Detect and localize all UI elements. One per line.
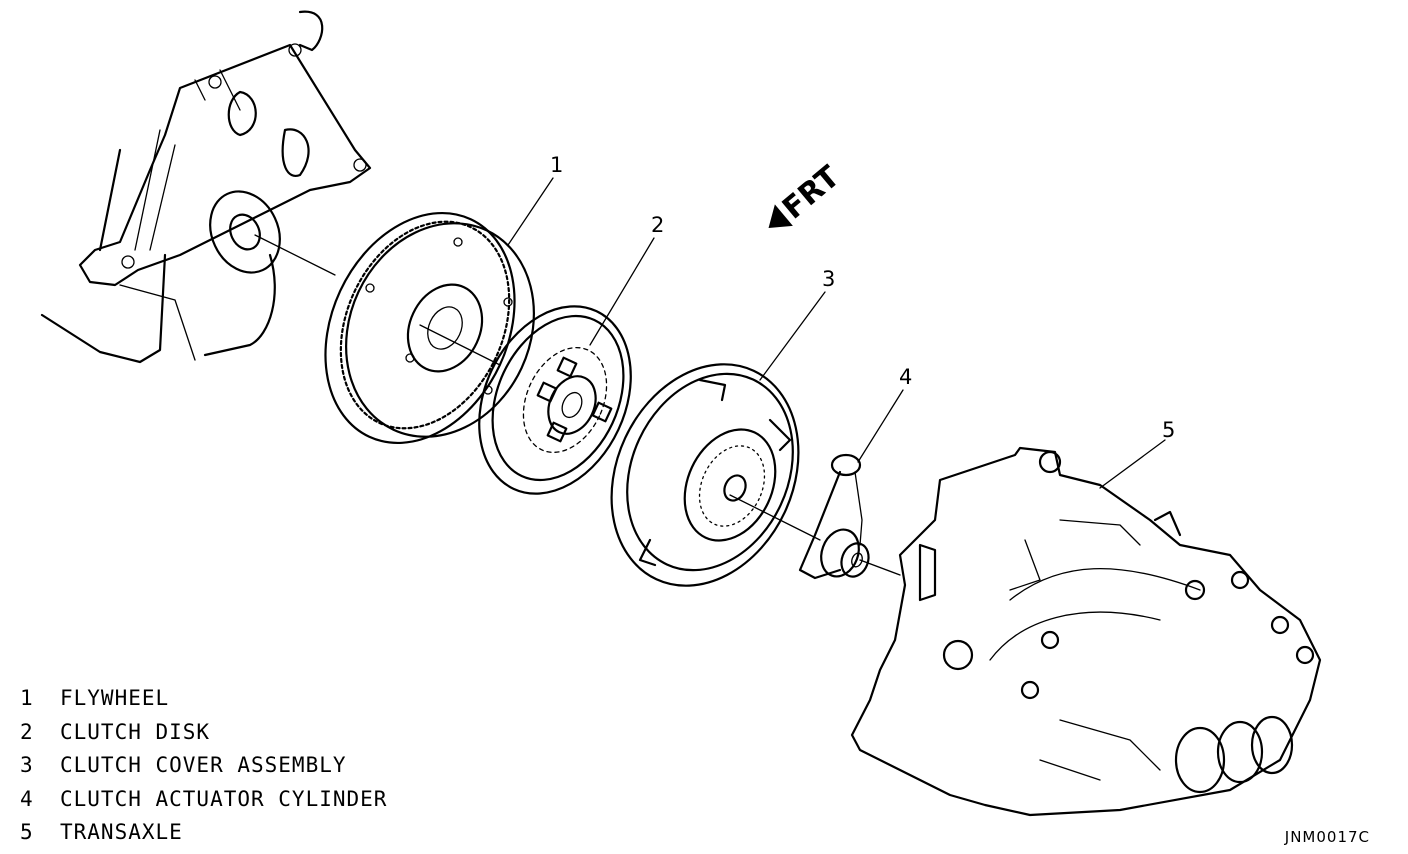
parts-legend: 1 FLYWHEEL 2 CLUTCH DISK 3 CLUTCH COVER ASS… — [20, 686, 387, 854]
legend-number: 2 — [20, 719, 34, 744]
figure-code: JNM0017C — [1284, 828, 1370, 846]
legend-label: TRANSAXLE — [60, 820, 183, 844]
callout-3: 3 — [759, 267, 835, 381]
callout-1: 1 — [507, 153, 563, 246]
legend-label: FLYWHEEL — [60, 686, 170, 710]
callout-number: 4 — [899, 365, 912, 389]
legend-number: 1 — [20, 686, 34, 710]
callout-5: 5 — [1099, 418, 1175, 489]
assembly-axis-line — [254, 234, 901, 576]
clutch-disk — [478, 305, 632, 495]
legend-item: 5 TRANSAXLE — [20, 820, 387, 854]
legend-label: CLUTCH COVER ASSEMBLY — [60, 753, 347, 777]
clutch-actuator-cylinder — [798, 453, 870, 580]
legend-item: 4 CLUTCH ACTUATOR CYLINDER — [20, 787, 387, 821]
callout-number: 2 — [651, 213, 664, 237]
legend-label: CLUTCH DISK — [60, 719, 211, 744]
legend-number: 5 — [20, 820, 34, 844]
callout-number: 5 — [1162, 418, 1175, 442]
front-direction-indicator: FRT — [768, 159, 847, 228]
legend-item: 2 CLUTCH DISK — [20, 720, 387, 754]
legend-item: 3 CLUTCH COVER ASSEMBLY — [20, 753, 387, 787]
legend-number: 4 — [20, 786, 34, 811]
engine-block — [40, 10, 372, 364]
callout-4: 4 — [857, 365, 912, 463]
clutch-cover-assembly — [610, 363, 800, 587]
callout-2: 2 — [589, 213, 664, 346]
callout-number: 3 — [822, 267, 835, 291]
transaxle — [850, 446, 1322, 817]
flywheel — [324, 211, 535, 445]
legend-item: 1 FLYWHEEL — [20, 686, 387, 720]
legend-label: CLUTCH ACTUATOR CYLINDER — [60, 786, 388, 811]
callout-number: 1 — [550, 153, 563, 177]
direction-label: FRT — [776, 159, 847, 226]
direction-arrow-icon — [768, 204, 793, 228]
legend-number: 3 — [20, 753, 34, 777]
